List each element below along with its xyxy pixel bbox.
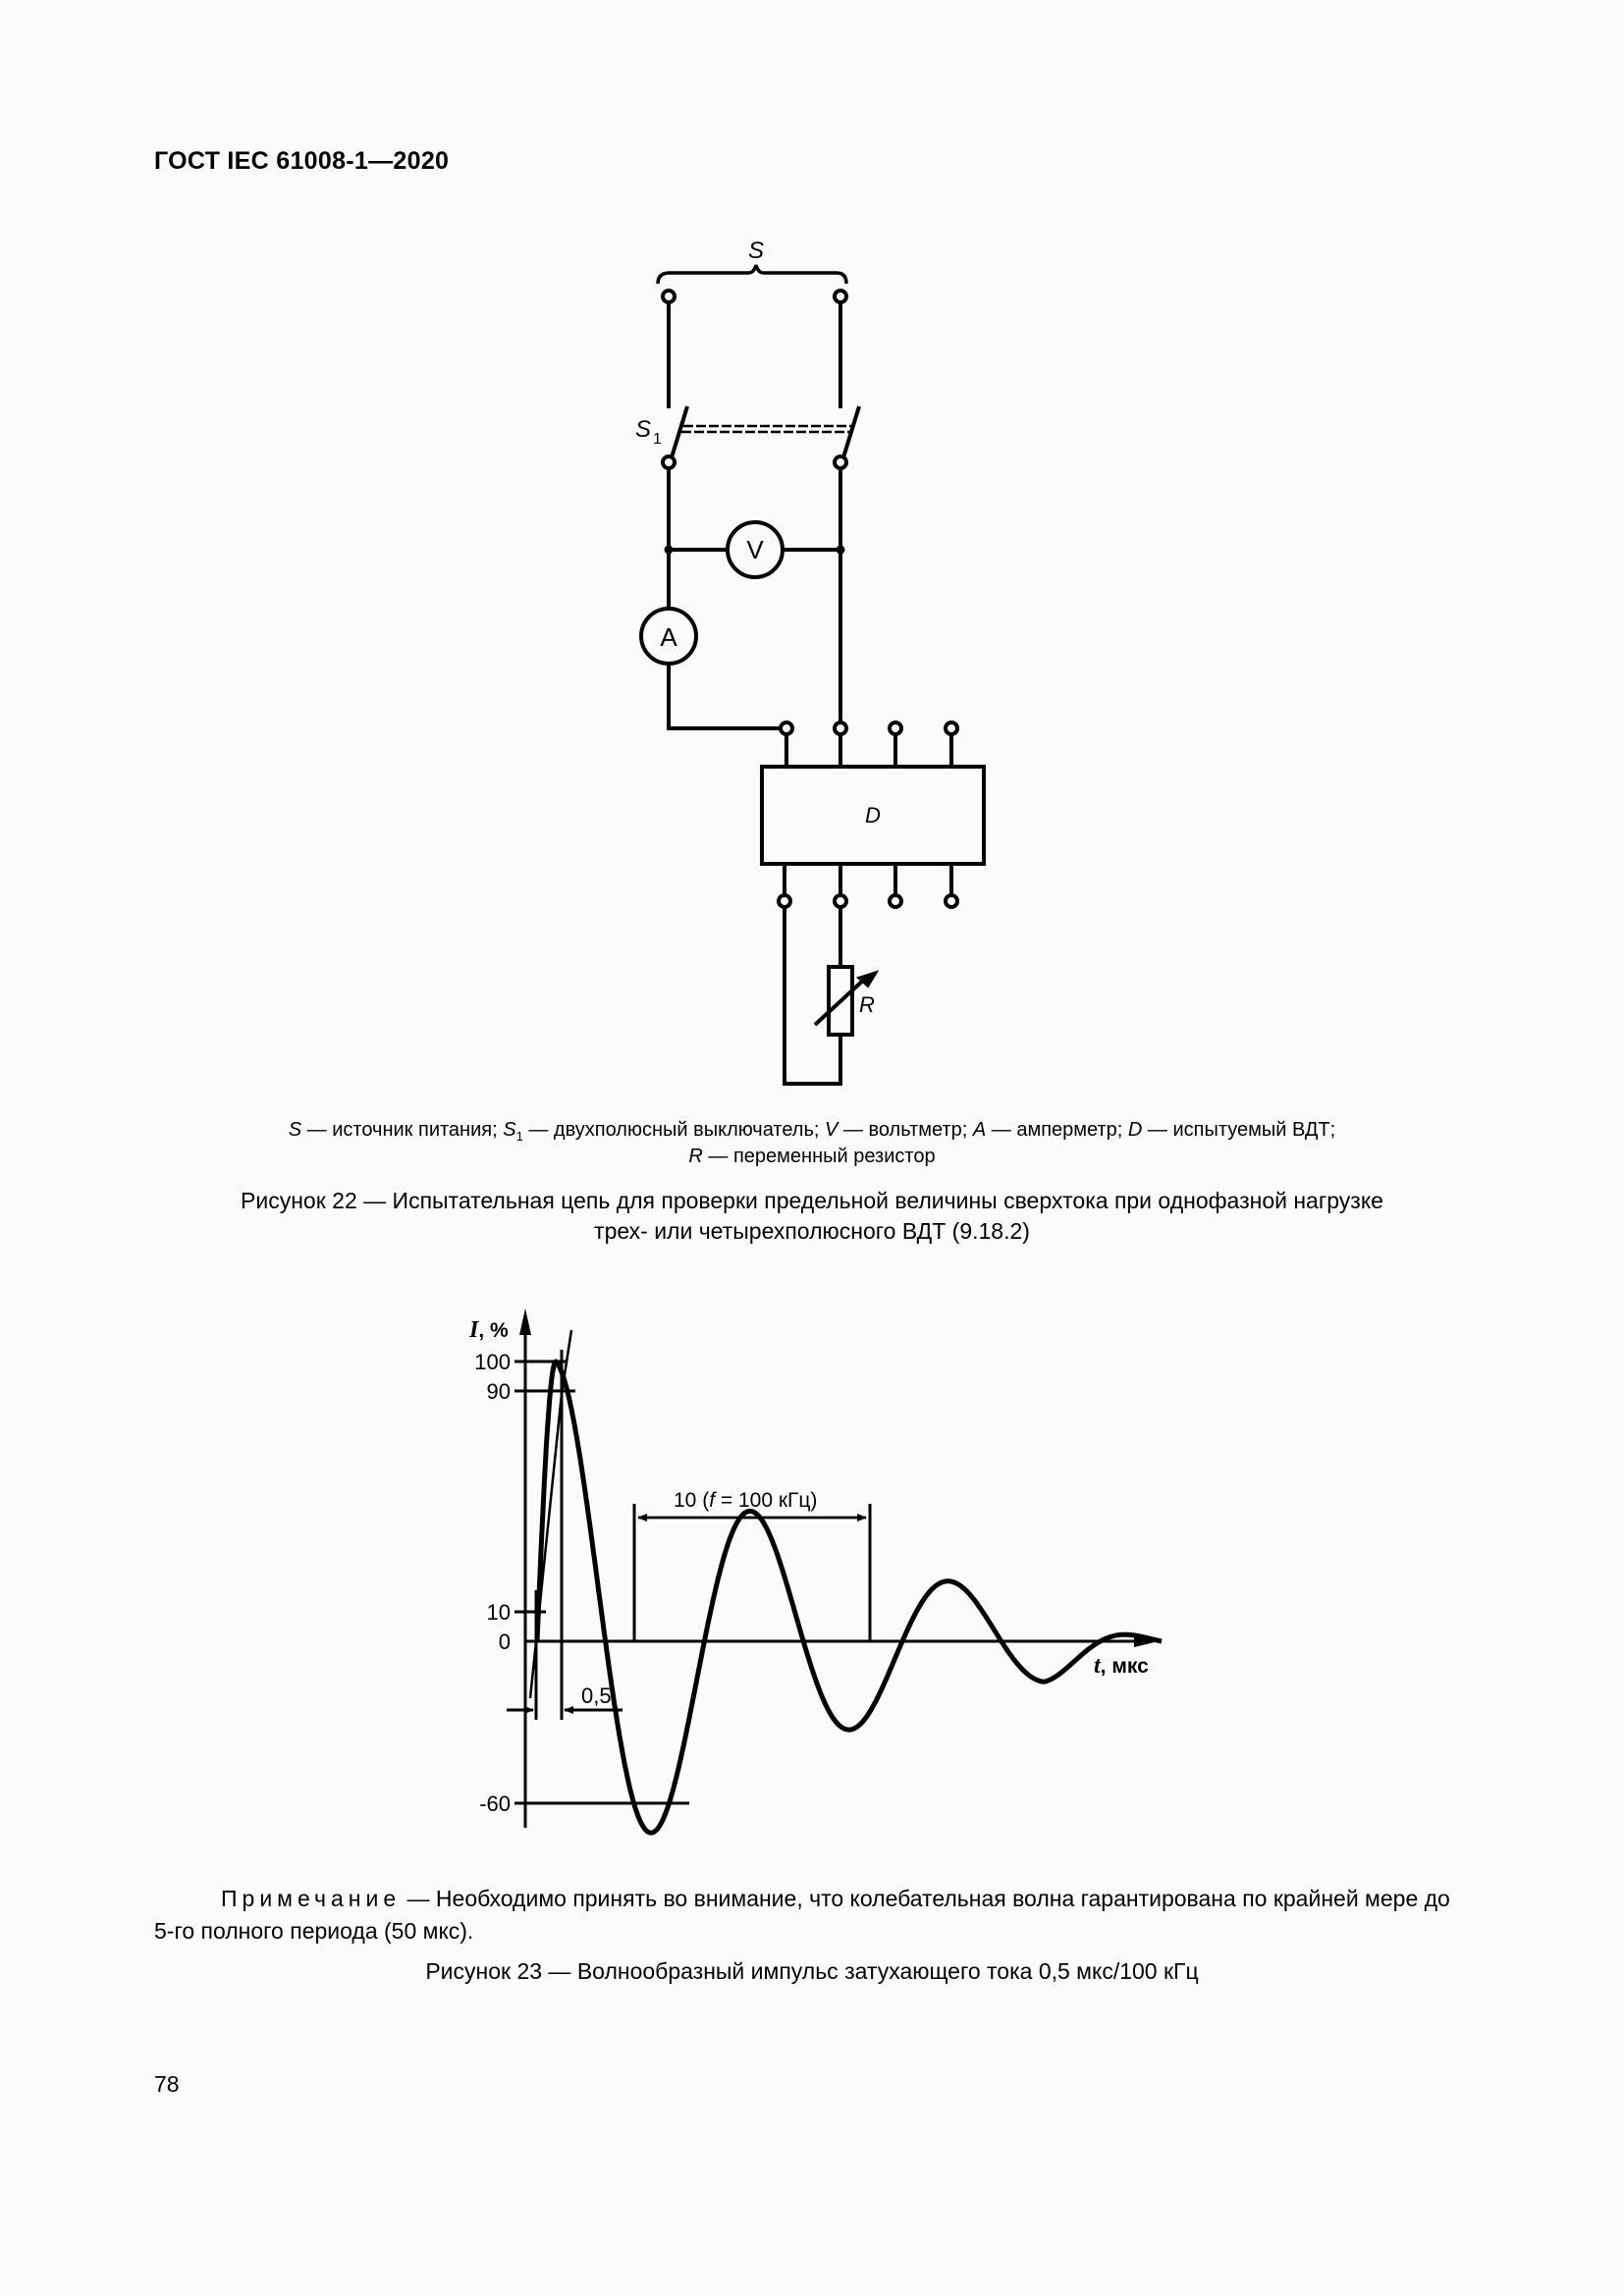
figure23-note: Примечание — Необходимо принять во внима…	[154, 1883, 1475, 1948]
label-device: D	[865, 803, 881, 828]
device-terminal-bottom-4	[944, 893, 959, 909]
y-tick-0: 0	[499, 1629, 511, 1654]
y-tick-neg60: -60	[479, 1791, 511, 1816]
figure22-caption-line2: трех- или четырехполюсного ВДТ (9.18.2)	[594, 1218, 1030, 1244]
voltmeter	[726, 520, 785, 579]
y-tick-10: 10	[487, 1600, 511, 1625]
y-axis-label: I, %	[468, 1317, 509, 1343]
label-voltmeter: V	[746, 535, 764, 564]
label-switch-sub: 1	[653, 431, 662, 448]
device-terminal-bottom-3	[888, 893, 903, 909]
variable-resistor	[827, 965, 854, 1037]
page-number: 78	[154, 2071, 180, 2097]
circuit-diagram: S S 1 V A D R	[635, 238, 986, 1086]
y-tick-90: 90	[487, 1379, 511, 1404]
x-axis-label: t, мкс	[1094, 1653, 1149, 1679]
label-switch: S	[635, 416, 651, 443]
figure22-legend-line2: R — переменный резистор	[688, 1146, 936, 1167]
figure23-caption: Рисунок 23 — Волнообразный импульс затух…	[425, 1958, 1199, 1984]
device-under-test	[760, 765, 986, 866]
label-ammeter: A	[660, 622, 677, 652]
ammeter	[639, 607, 698, 666]
note-text: — Необходимо принять во внимание, что ко…	[154, 1886, 1450, 1944]
waveform-chart: I, % 100 90 10 0 -60 0,5 10 (f = 100 кГц…	[468, 1308, 1164, 1836]
switch-blade-right	[841, 405, 861, 458]
switch-blade-left	[670, 405, 689, 458]
period-label: 10 (f = 100 кГц)	[674, 1489, 817, 1512]
y-axis-arrow	[519, 1308, 531, 1335]
note-label: Примечание	[221, 1886, 402, 1911]
source-brace	[656, 264, 848, 285]
label-resistor: R	[859, 992, 875, 1017]
figure22-legend-line1: S — источник питания; S1 — двухполюсный …	[288, 1119, 1336, 1144]
waveform-curve	[534, 1359, 1164, 1836]
document-header: ГОСТ IEC 61008-1—2020	[154, 147, 450, 175]
rise-time-label: 0,5	[581, 1683, 612, 1708]
label-source: S	[748, 238, 764, 264]
figure22-caption-line1: Рисунок 22 — Испытательная цепь для пров…	[241, 1188, 1383, 1213]
y-tick-100: 100	[474, 1350, 511, 1374]
